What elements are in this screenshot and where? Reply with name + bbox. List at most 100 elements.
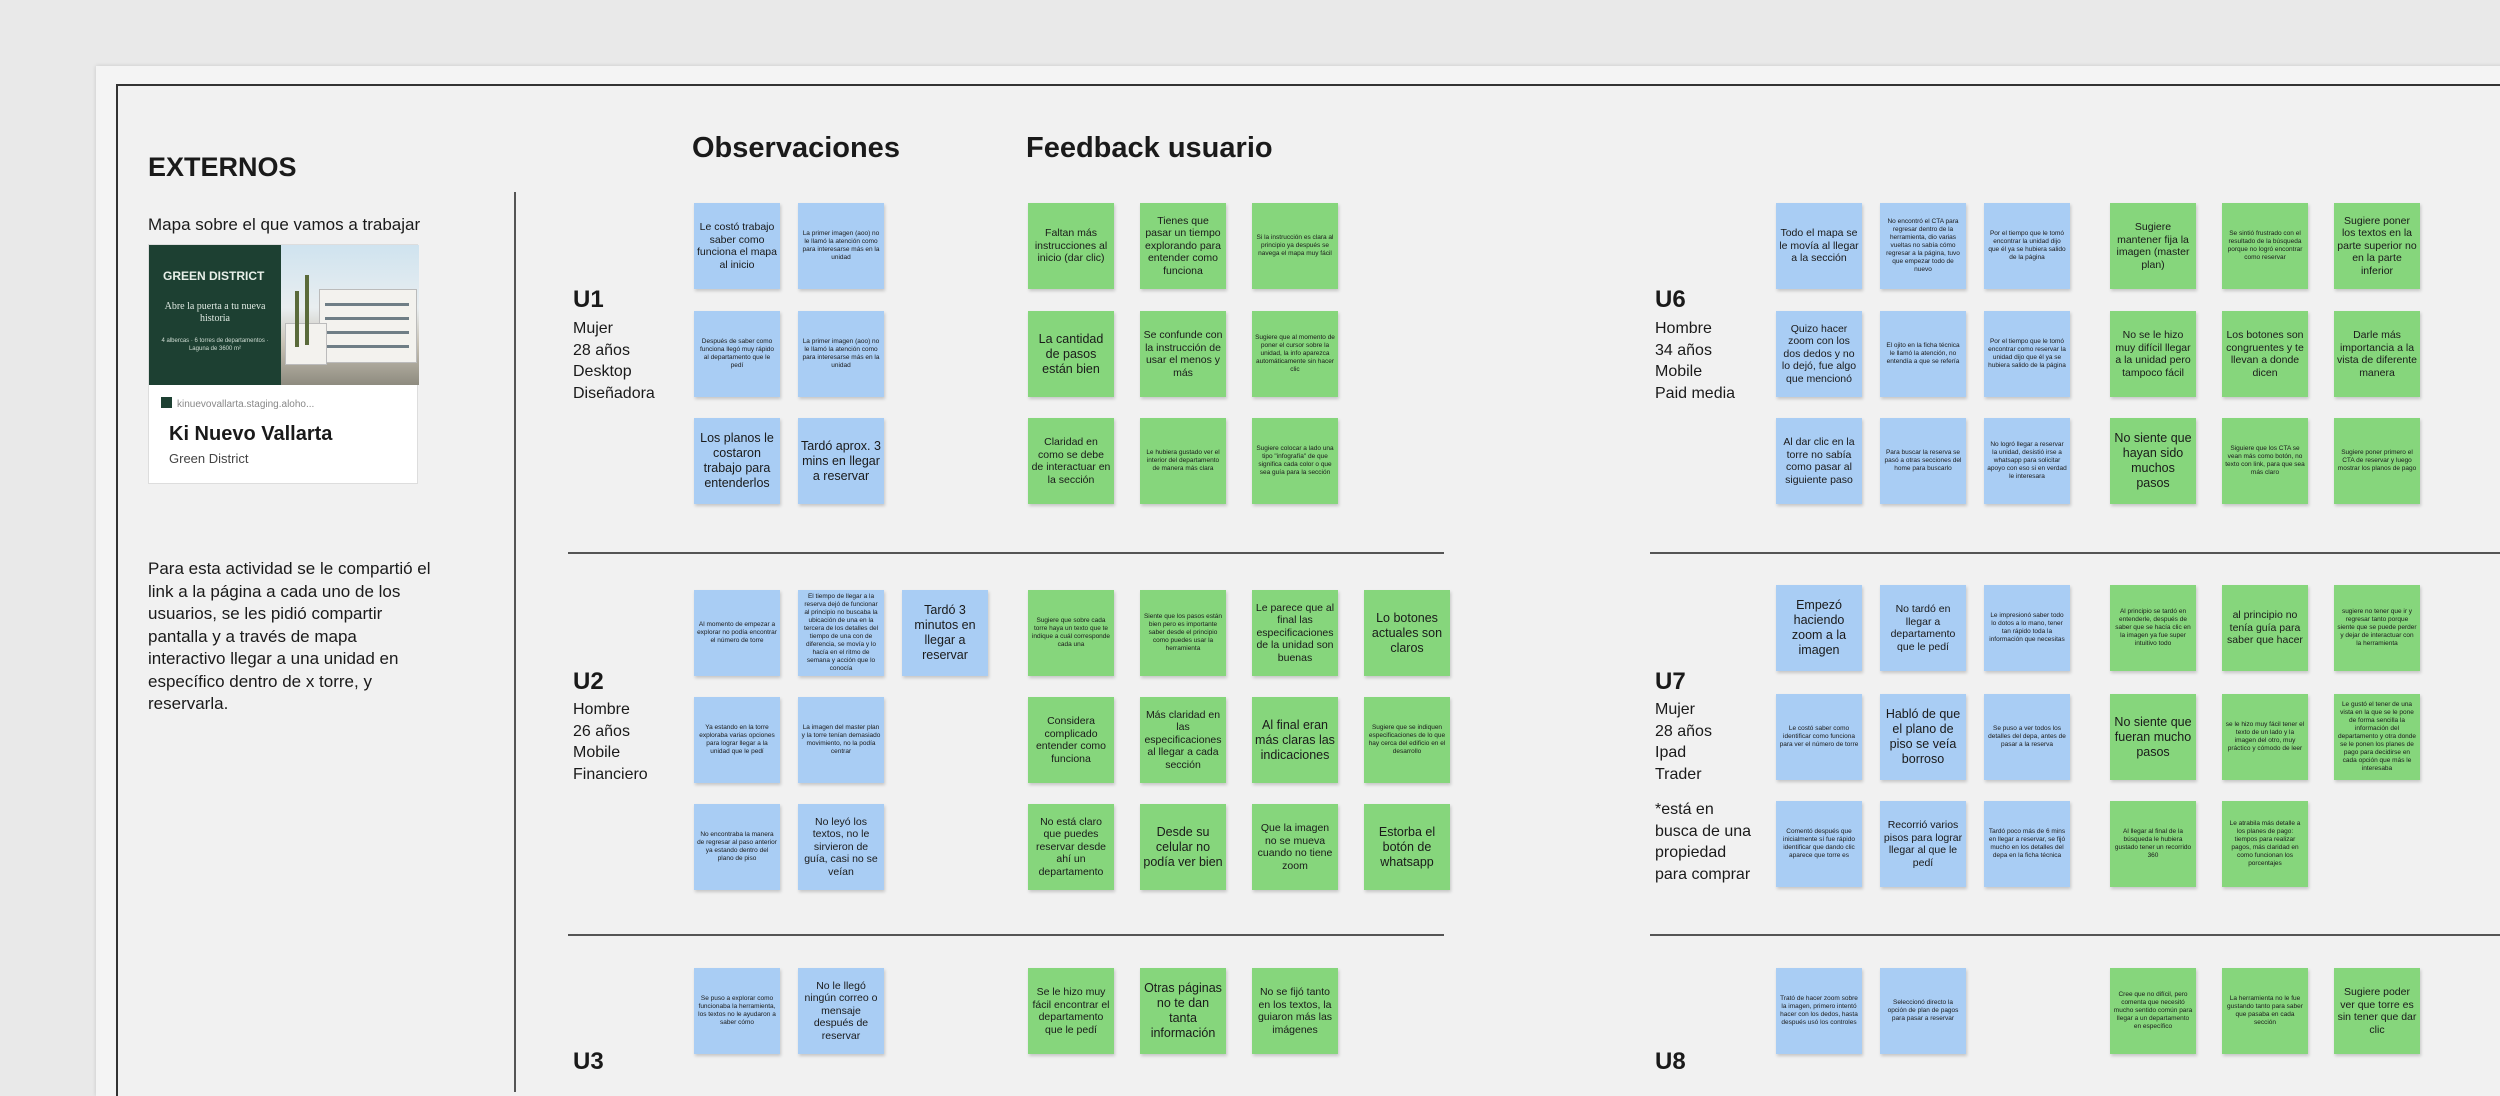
sticky-note-text: Para buscar la reserva se pasó a otras s… [1883, 449, 1963, 473]
header-observaciones: Observaciones [692, 132, 900, 165]
sticky-note[interactable]: Trató de hacer zoom sobre la imagen, pri… [1776, 968, 1862, 1054]
sticky-note[interactable]: Sugiere poder ver que torre es sin tener… [2334, 968, 2420, 1054]
sticky-note[interactable]: El tiempo de llegar a la reserva dejó de… [798, 590, 884, 676]
sticky-note[interactable]: Le impresionó saber todo lo dotos a lo m… [1984, 585, 2070, 671]
sticky-note[interactable]: Le hubiera gustado ver el interior del d… [1140, 418, 1226, 504]
sticky-note[interactable]: Todo el mapa se le movía al llegar a la … [1776, 203, 1862, 289]
sticky-note[interactable]: No se fijó tanto en los textos, la guiar… [1252, 968, 1338, 1054]
sticky-note[interactable]: Se confunde con la instrucción de usar e… [1140, 311, 1226, 397]
map-label: Mapa sobre el que vamos a trabajar [148, 214, 420, 237]
sticky-note[interactable]: Sugiere poner los textos en la parte sup… [2334, 203, 2420, 289]
sticky-note[interactable]: Le costó trabajo saber como funciona el … [694, 203, 780, 289]
sticky-note[interactable]: Faltan más instrucciones al inicio (dar … [1028, 203, 1114, 289]
sticky-note[interactable]: Quizo hacer zoom con los dos dedos y no … [1776, 311, 1862, 397]
sticky-note-text: Le atrabila más detalle a los planes de … [2225, 820, 2305, 868]
sticky-note[interactable]: sugiere no tener que ir y regresar tanto… [2334, 585, 2420, 671]
sticky-note[interactable]: Comentó después que inicialmente sí fue … [1776, 801, 1862, 887]
sticky-note-text: No tardó en llegar a departamento que le… [1883, 603, 1963, 653]
sticky-note[interactable]: Tardó 3 minutos en llegar a reservar [902, 590, 988, 676]
sticky-note[interactable]: Al dar clic en la torre no sabía como pa… [1776, 418, 1862, 504]
sticky-note[interactable]: Siguiere que los CTA se vean más como bo… [2222, 418, 2308, 504]
sticky-note[interactable]: Al momento de empezar a explorar no podí… [694, 590, 780, 676]
sticky-note[interactable]: Sugiere mantener fija la imagen (master … [2110, 203, 2196, 289]
sticky-note-text: Empezó haciendo zoom a la imagen [1779, 598, 1859, 658]
sticky-note[interactable]: No siente que fueran mucho pasos [2110, 694, 2196, 780]
sticky-note[interactable]: Por el tiempo que le tomó encontrar como… [1984, 311, 2070, 397]
sticky-note[interactable]: Habló de que el plano de piso se veía bo… [1880, 694, 1966, 780]
sticky-note-text: Sugiere que sobre cada torre haya un tex… [1031, 617, 1111, 649]
card-url[interactable]: kinuevovallarta.staging.aloho... [177, 399, 314, 410]
sticky-note[interactable]: Se le hizo muy fácil encontrar el depart… [1028, 968, 1114, 1054]
sticky-note-text: No se fijó tanto en los textos, la guiar… [1255, 986, 1335, 1036]
sticky-note[interactable]: Que la imagen no se mueva cuando no tien… [1252, 804, 1338, 890]
sticky-note[interactable]: Si la instrucción es clara al principio … [1252, 203, 1338, 289]
sticky-note[interactable]: Sugiere colocar a lado una tipo "infogra… [1252, 418, 1338, 504]
sticky-note[interactable]: El ojito en la ficha técnica le llamó la… [1880, 311, 1966, 397]
sticky-note[interactable]: La cantidad de pasos están bien [1028, 311, 1114, 397]
sticky-note[interactable]: La imagen del master plan y la torre ten… [798, 697, 884, 783]
sticky-note[interactable]: No está claro que puedes reservar desde … [1028, 804, 1114, 890]
sticky-note-text: El ojito en la ficha técnica le llamó la… [1883, 342, 1963, 366]
sticky-note[interactable]: Empezó haciendo zoom a la imagen [1776, 585, 1862, 671]
sticky-note[interactable]: No leyó los textos, no le sirvieron de g… [798, 804, 884, 890]
sticky-note[interactable]: Seleccionó directo la opción de plan de … [1880, 968, 1966, 1054]
sticky-note[interactable]: Sugiere que al momento de poner el curso… [1252, 311, 1338, 397]
sticky-note[interactable]: Los botones son congruentes y te llevan … [2222, 311, 2308, 397]
sticky-note[interactable]: Se puso a explorar como funcionaba la he… [694, 968, 780, 1054]
sticky-note[interactable]: Le costó saber como identificar como fun… [1776, 694, 1862, 780]
sticky-note[interactable]: No se le hizo muy difícil llegar a la un… [2110, 311, 2196, 397]
sticky-note-text: Sugiere poder ver que torre es sin tener… [2337, 986, 2417, 1036]
sticky-note[interactable]: No encontraba la manera de regresar al p… [694, 804, 780, 890]
sticky-note[interactable]: La primer imagen (aoo) no le llamó la at… [798, 311, 884, 397]
sticky-note[interactable]: Tienes que pasar un tiempo explorando pa… [1140, 203, 1226, 289]
sticky-note[interactable]: Tardó aprox. 3 mins en llegar a reservar [798, 418, 884, 504]
sticky-note[interactable]: se le hizo muy fácil tener el texto de u… [2222, 694, 2308, 780]
card-title[interactable]: Ki Nuevo Vallarta [169, 423, 332, 446]
sticky-note[interactable]: Sugiere que sobre cada torre haya un tex… [1028, 590, 1114, 676]
sticky-note[interactable]: Ya estando en la torre exploraba varias … [694, 697, 780, 783]
sticky-note[interactable]: Se sintió frustrado con el resultado de … [2222, 203, 2308, 289]
sticky-note[interactable]: Siente que los pasos están bien pero es … [1140, 590, 1226, 676]
sticky-note[interactable]: Más claridad en las especificaciones al … [1140, 697, 1226, 783]
sticky-note-text: Darle más importancia a la vista de dife… [2337, 329, 2417, 379]
sticky-note[interactable]: Otras páginas no te dan tanta informació… [1140, 968, 1226, 1054]
sticky-note[interactable]: Cree que no difícil, pero comenta que ne… [2110, 968, 2196, 1054]
section-title-externos: EXTERNOS [148, 152, 297, 183]
sticky-note-text: La primer imagen (aoo) no le llamó la at… [801, 230, 881, 262]
sticky-note-text: Después de saber como funciona llegó muy… [697, 338, 777, 370]
sticky-note[interactable]: Lo botones actuales son claros [1364, 590, 1450, 676]
sticky-note[interactable]: La herramienta no le fue gustando tanto … [2222, 968, 2308, 1054]
website-link-card[interactable]: GREEN DISTRICT Abre la puerta a tu nueva… [148, 244, 418, 484]
sticky-note-text: No está claro que puedes reservar desde … [1031, 816, 1111, 879]
sticky-note[interactable]: Claridad en como se debe de interactuar … [1028, 418, 1114, 504]
sticky-note[interactable]: Al final eran más claras las indicacione… [1252, 697, 1338, 783]
sticky-note[interactable]: Darle más importancia a la vista de dife… [2334, 311, 2420, 397]
sticky-note[interactable]: al principio no tenía guía para saber qu… [2222, 585, 2308, 671]
sticky-note[interactable]: Al principio se tardó en entenderle, des… [2110, 585, 2196, 671]
sticky-note[interactable]: Recorrió varios pisos para lograr llegar… [1880, 801, 1966, 887]
sticky-note[interactable]: Considera complicado entender como funci… [1028, 697, 1114, 783]
sticky-note[interactable]: No logró llegar a reservar la unidad, de… [1984, 418, 2070, 504]
sticky-note[interactable]: Sugiere poner primero el CTA de reservar… [2334, 418, 2420, 504]
sticky-note[interactable]: Por el tiempo que le tomó encontrar la u… [1984, 203, 2070, 289]
sticky-note[interactable]: Se puso a ver todos los detalles del dep… [1984, 694, 2070, 780]
sticky-note[interactable]: Después de saber como funciona llegó muy… [694, 311, 780, 397]
sticky-note[interactable]: No siente que hayan sido muchos pasos [2110, 418, 2196, 504]
header-feedback-usuario: Feedback usuario [1026, 132, 1273, 165]
sticky-note[interactable]: Desde su celular no podía ver bien [1140, 804, 1226, 890]
sticky-note[interactable]: No tardó en llegar a departamento que le… [1880, 585, 1966, 671]
sticky-note[interactable]: Los planos le costaron trabajo para ente… [694, 418, 780, 504]
sticky-note-text: Claridad en como se debe de interactuar … [1031, 436, 1111, 486]
sticky-note[interactable]: Estorba el botón de whatsapp [1364, 804, 1450, 890]
sticky-note[interactable]: Tardó poco más de 6 mins en llegar a res… [1984, 801, 2070, 887]
sticky-note[interactable]: No encontró el CTA para regresar dentro … [1880, 203, 1966, 289]
sticky-note[interactable]: Sugiere que se indiquen especificaciones… [1364, 697, 1450, 783]
sticky-note[interactable]: Le parece que al final las especificacio… [1252, 590, 1338, 676]
sticky-note[interactable]: La primer imagen (aoo) no le llamó la at… [798, 203, 884, 289]
sticky-note[interactable]: Le atrabila más detalle a los planes de … [2222, 801, 2308, 887]
sticky-note[interactable]: Para buscar la reserva se pasó a otras s… [1880, 418, 1966, 504]
sticky-note[interactable]: No le llegó ningún correo o mensaje desp… [798, 968, 884, 1054]
sticky-note[interactable]: Al llegar al final de la búsqueda le hub… [2110, 801, 2196, 887]
sticky-note-text: No siente que fueran mucho pasos [2113, 715, 2193, 760]
sticky-note[interactable]: Le gustó el tener de una vista en la que… [2334, 694, 2420, 780]
